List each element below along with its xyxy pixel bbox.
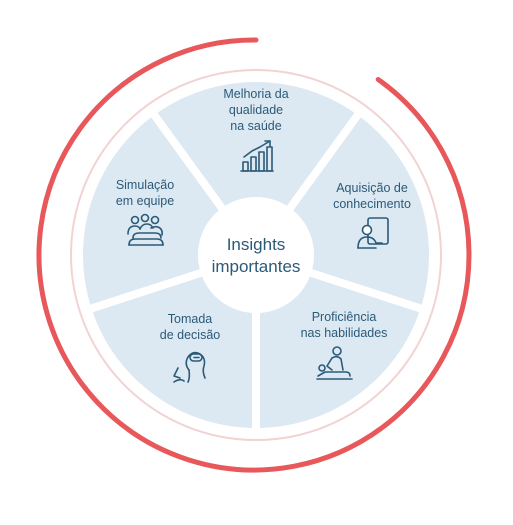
person-screen-icon <box>357 217 389 249</box>
segment-top-line1: Melhoria da <box>223 87 288 101</box>
center-label-line2: importantes <box>212 257 301 276</box>
segment-top: Melhoria da qualidade na saúde <box>223 87 289 172</box>
segment-lower-right-line1: Proficiência <box>312 310 377 324</box>
segments-layer <box>83 82 429 428</box>
segment-upper-left-line2: em equipe <box>116 194 174 208</box>
team-group-icon <box>127 213 164 246</box>
segment-shape-upper-left <box>83 117 219 305</box>
segment-lower-left-line1: Tomada <box>168 312 213 326</box>
segment-upper-left-line1: Simulação <box>116 178 174 192</box>
segment-lower-right-line2: nas habilidades <box>301 326 388 340</box>
bar-chart-growth-icon <box>240 140 274 172</box>
segment-shape-lower-left <box>92 276 253 428</box>
massage-therapy-icon <box>316 346 353 380</box>
segment-shape-lower-right <box>259 276 420 428</box>
segment-lower-left: Tomada de decisão <box>160 312 221 383</box>
segment-lower-right: Proficiência nas habilidades <box>301 310 388 380</box>
segment-lower-left-line2: de decisão <box>160 328 221 342</box>
center-hub <box>198 197 314 313</box>
segment-upper-right-line1: Aquisição de <box>336 181 408 195</box>
person-thinking-icon <box>173 351 206 383</box>
segment-upper-left: Simulação em equipe <box>116 178 174 246</box>
inner-ring <box>70 69 442 441</box>
segment-shape-top <box>157 82 355 206</box>
segment-shape-upper-right <box>293 117 429 305</box>
segment-top-line3: na saúde <box>230 119 281 133</box>
center-label-line1: Insights <box>227 235 286 254</box>
outer-ring-arc <box>36 37 472 473</box>
segment-top-line2: qualidade <box>229 103 283 117</box>
segment-upper-right-line2: conhecimento <box>333 197 411 211</box>
segment-upper-right: Aquisição de conhecimento <box>333 181 411 249</box>
